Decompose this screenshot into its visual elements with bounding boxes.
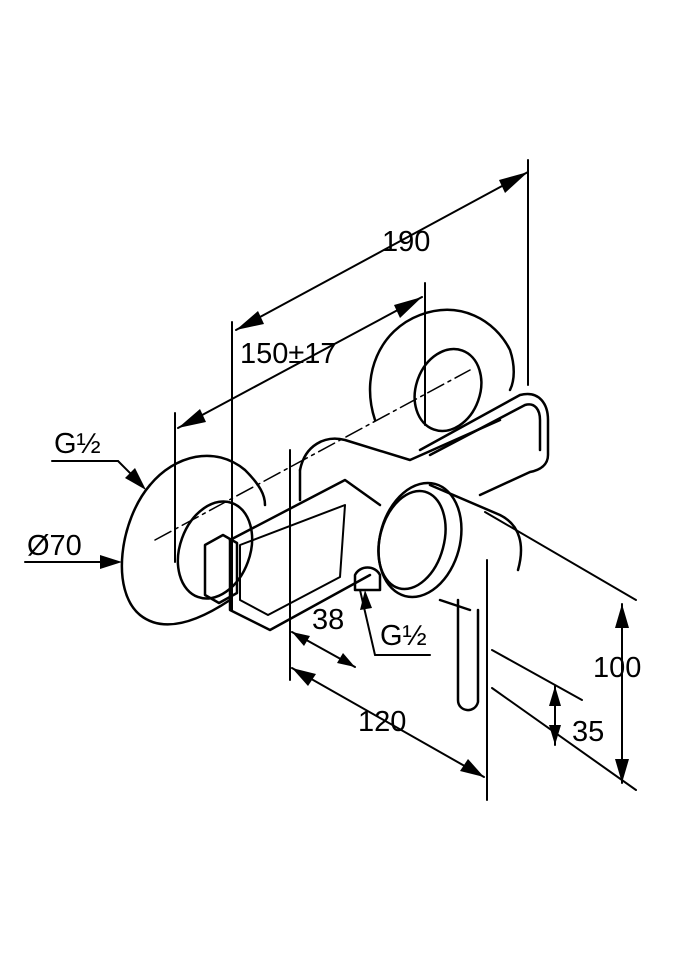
lever-handle xyxy=(456,598,480,712)
dim-120-label: 120 xyxy=(358,706,407,738)
diameter-label: Ø70 xyxy=(27,530,82,562)
thread-outlet-label: G½ xyxy=(380,620,427,652)
dim-190-label: 190 xyxy=(382,226,431,258)
dim-120-line xyxy=(291,667,485,778)
dim-150-label: 150±17 xyxy=(240,338,337,370)
center-lines xyxy=(154,369,471,541)
dim-100-label: 100 xyxy=(593,652,642,684)
thread-left-label: G½ xyxy=(54,428,101,460)
dim-38-label: 38 xyxy=(312,604,345,636)
left-rosette xyxy=(120,454,267,626)
arrowheads xyxy=(100,172,629,783)
dimension-lines xyxy=(24,171,623,784)
dim-190-line xyxy=(235,171,529,331)
right-rosette xyxy=(368,308,515,433)
mixer-body xyxy=(228,392,550,632)
cartridge-cylinder xyxy=(353,481,523,612)
dim-35-label: 35 xyxy=(572,716,605,748)
extension-lines xyxy=(174,159,637,801)
dim-150-line xyxy=(177,296,423,429)
